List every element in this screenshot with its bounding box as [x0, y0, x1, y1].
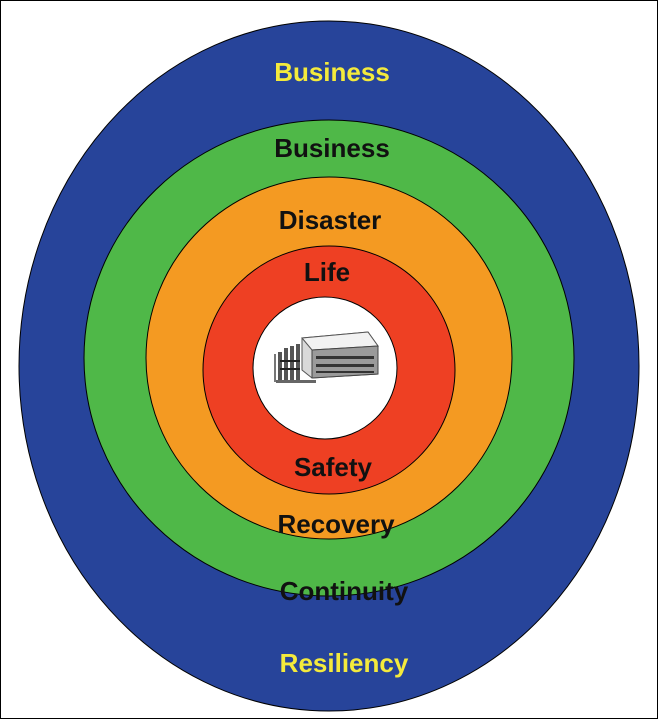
- label-business-continuity-bottom: Continuity: [280, 576, 409, 606]
- label-business-resiliency-top: Business: [274, 57, 390, 87]
- label-life-safety-top: Life: [304, 257, 350, 287]
- building-icon: [274, 331, 379, 383]
- label-disaster-recovery-bottom: Recovery: [277, 509, 395, 539]
- label-business-continuity-top: Business: [274, 133, 390, 163]
- label-disaster-recovery-top: Disaster: [279, 205, 382, 235]
- label-life-safety-bottom: Safety: [294, 452, 373, 482]
- label-business-resiliency-bottom: Resiliency: [280, 648, 409, 678]
